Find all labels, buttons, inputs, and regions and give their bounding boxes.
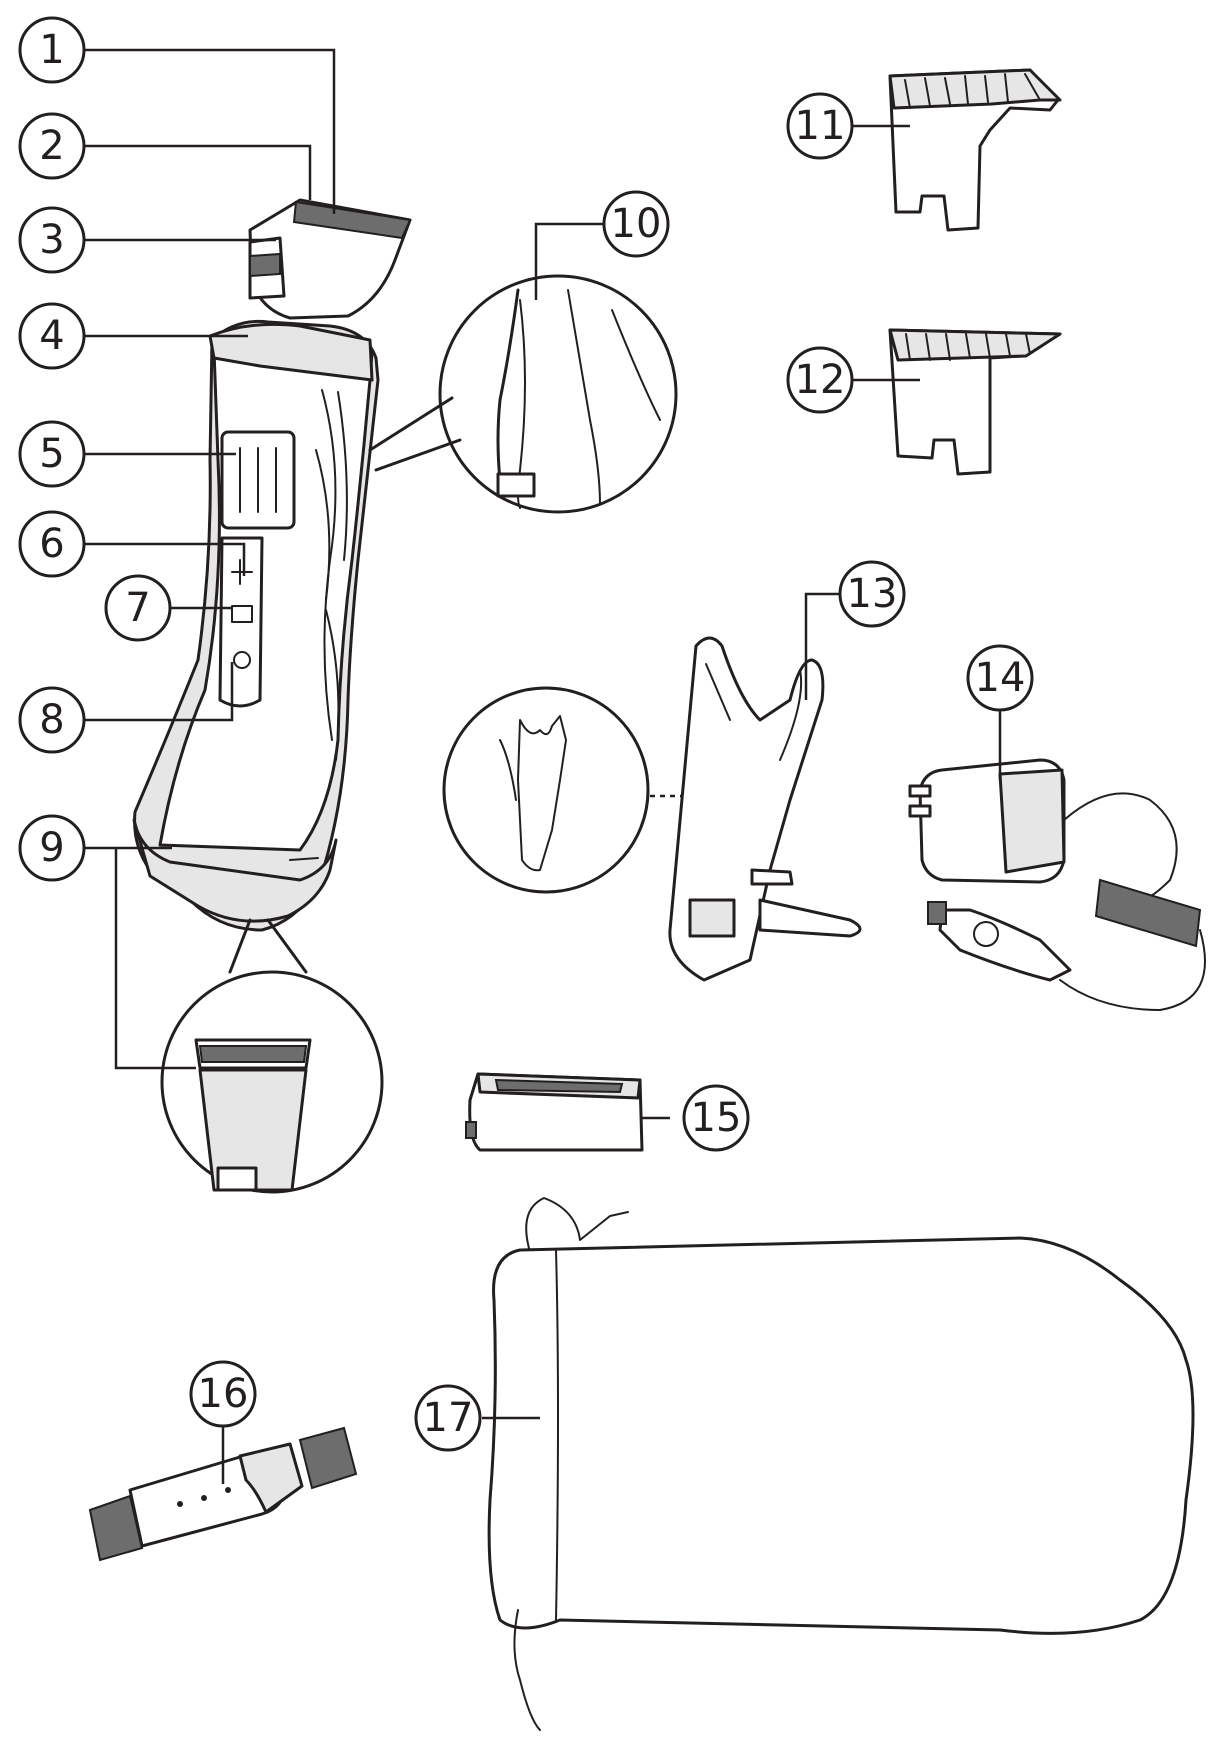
comb-attachment-12 xyxy=(888,328,1062,476)
callout-8-label: 8 xyxy=(39,697,64,743)
callout-6-label: 6 xyxy=(39,521,64,567)
callout-4: 4 xyxy=(18,302,86,370)
callout-13: 13 xyxy=(838,560,906,628)
callout-6: 6 xyxy=(18,510,86,578)
callout-9: 9 xyxy=(18,814,86,882)
callout-9-label: 9 xyxy=(39,825,64,871)
callout-17: 17 xyxy=(414,1384,482,1452)
callout-1-label: 1 xyxy=(39,27,64,73)
callout-11-label: 11 xyxy=(795,103,846,149)
callout-3-label: 3 xyxy=(39,217,64,263)
callout-11: 11 xyxy=(786,92,854,160)
leader-lines xyxy=(80,48,1002,1484)
callout-14: 14 xyxy=(966,644,1034,712)
callout-5: 5 xyxy=(18,420,86,488)
detail-circle-9 xyxy=(160,918,384,1194)
callout-5-label: 5 xyxy=(39,431,64,477)
callout-15: 15 xyxy=(682,1084,750,1152)
callout-17-label: 17 xyxy=(423,1395,474,1441)
comb-attachment-11 xyxy=(888,68,1062,232)
callout-2-label: 2 xyxy=(39,123,64,169)
callout-12-label: 12 xyxy=(795,357,846,403)
shaver-head-15 xyxy=(465,1072,644,1152)
callout-16-label: 16 xyxy=(198,1371,249,1417)
stand-13 xyxy=(442,636,862,982)
callout-7-label: 7 xyxy=(125,585,150,631)
callout-13-label: 13 xyxy=(847,571,898,617)
cleaning-brush-16 xyxy=(88,1426,358,1562)
callout-7: 7 xyxy=(104,574,172,642)
callout-12: 12 xyxy=(786,346,854,414)
callout-14-label: 14 xyxy=(975,655,1026,701)
callout-4-label: 4 xyxy=(39,313,64,359)
detail-circle-10 xyxy=(368,274,678,514)
callout-15-label: 15 xyxy=(691,1095,742,1141)
power-adapter-14 xyxy=(908,758,1206,1011)
storage-pouch-17 xyxy=(487,1197,1195,1731)
callout-3: 3 xyxy=(18,206,86,274)
appliance-body xyxy=(132,198,412,932)
callout-10: 10 xyxy=(602,190,670,258)
callout-1: 1 xyxy=(18,16,86,84)
callout-16: 16 xyxy=(189,1360,257,1428)
callout-10-label: 10 xyxy=(611,201,662,247)
callout-2: 2 xyxy=(18,112,86,180)
callout-8: 8 xyxy=(18,686,86,754)
